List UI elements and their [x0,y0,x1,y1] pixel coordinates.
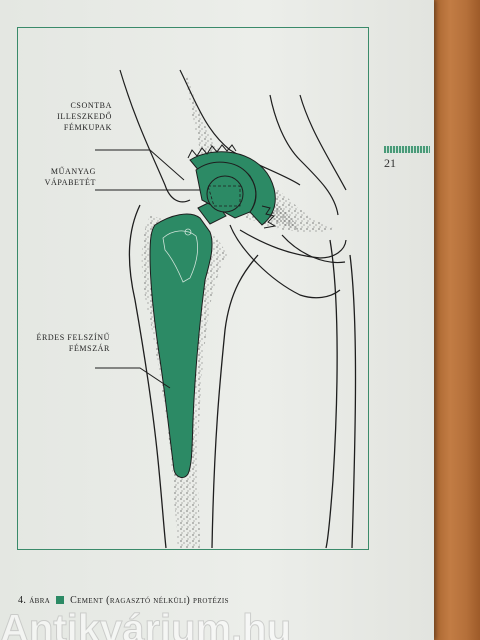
page-number-bar [384,146,430,153]
figure-caption: 4. ábra Cement (ragasztó nélküli) protéz… [18,595,229,606]
watermark: Antikvárium.hu [0,612,292,640]
femoral-head [206,175,244,213]
label-line: MŰANYAG [50,167,96,176]
caption-title: Cement (ragasztó nélküli) protézis [70,595,229,606]
leader-lines [95,149,200,389]
book-page: CSONTBA ILLESZKEDŐ FÉMKUPAK MŰANYAG VÁPA… [0,0,434,640]
hip-prosthesis-illustration [95,69,357,549]
label-line: ÉRDES FELSZÍNŰ [36,333,110,342]
caption-square-icon [56,596,65,604]
table-surface [434,0,480,640]
label-plastic-liner: MŰANYAG VÁPABETÉT [40,166,96,188]
label-line: CSONTBA [70,101,112,110]
femur-bone-stipple [141,215,228,548]
label-line: ILLESZKEDŐ [57,112,112,121]
watermark-text: Antikvárium.hu [0,612,291,640]
figure-frame [17,27,369,550]
label-line: FÉMKUPAK [63,123,112,132]
label-line: VÁPABETÉT [44,178,96,187]
label-line: FÉMSZÁR [68,344,110,353]
femoral-stem [149,213,213,478]
caption-figure-number: 4. ábra [18,595,51,606]
label-rough-stem: ÉRDES FELSZÍNŰ FÉMSZÁR [20,332,110,354]
acetabular-cup [187,144,277,229]
label-metal-cup: CSONTBA ILLESZKEDŐ FÉMKUPAK [40,100,112,133]
page-number: 21 [384,156,396,170]
